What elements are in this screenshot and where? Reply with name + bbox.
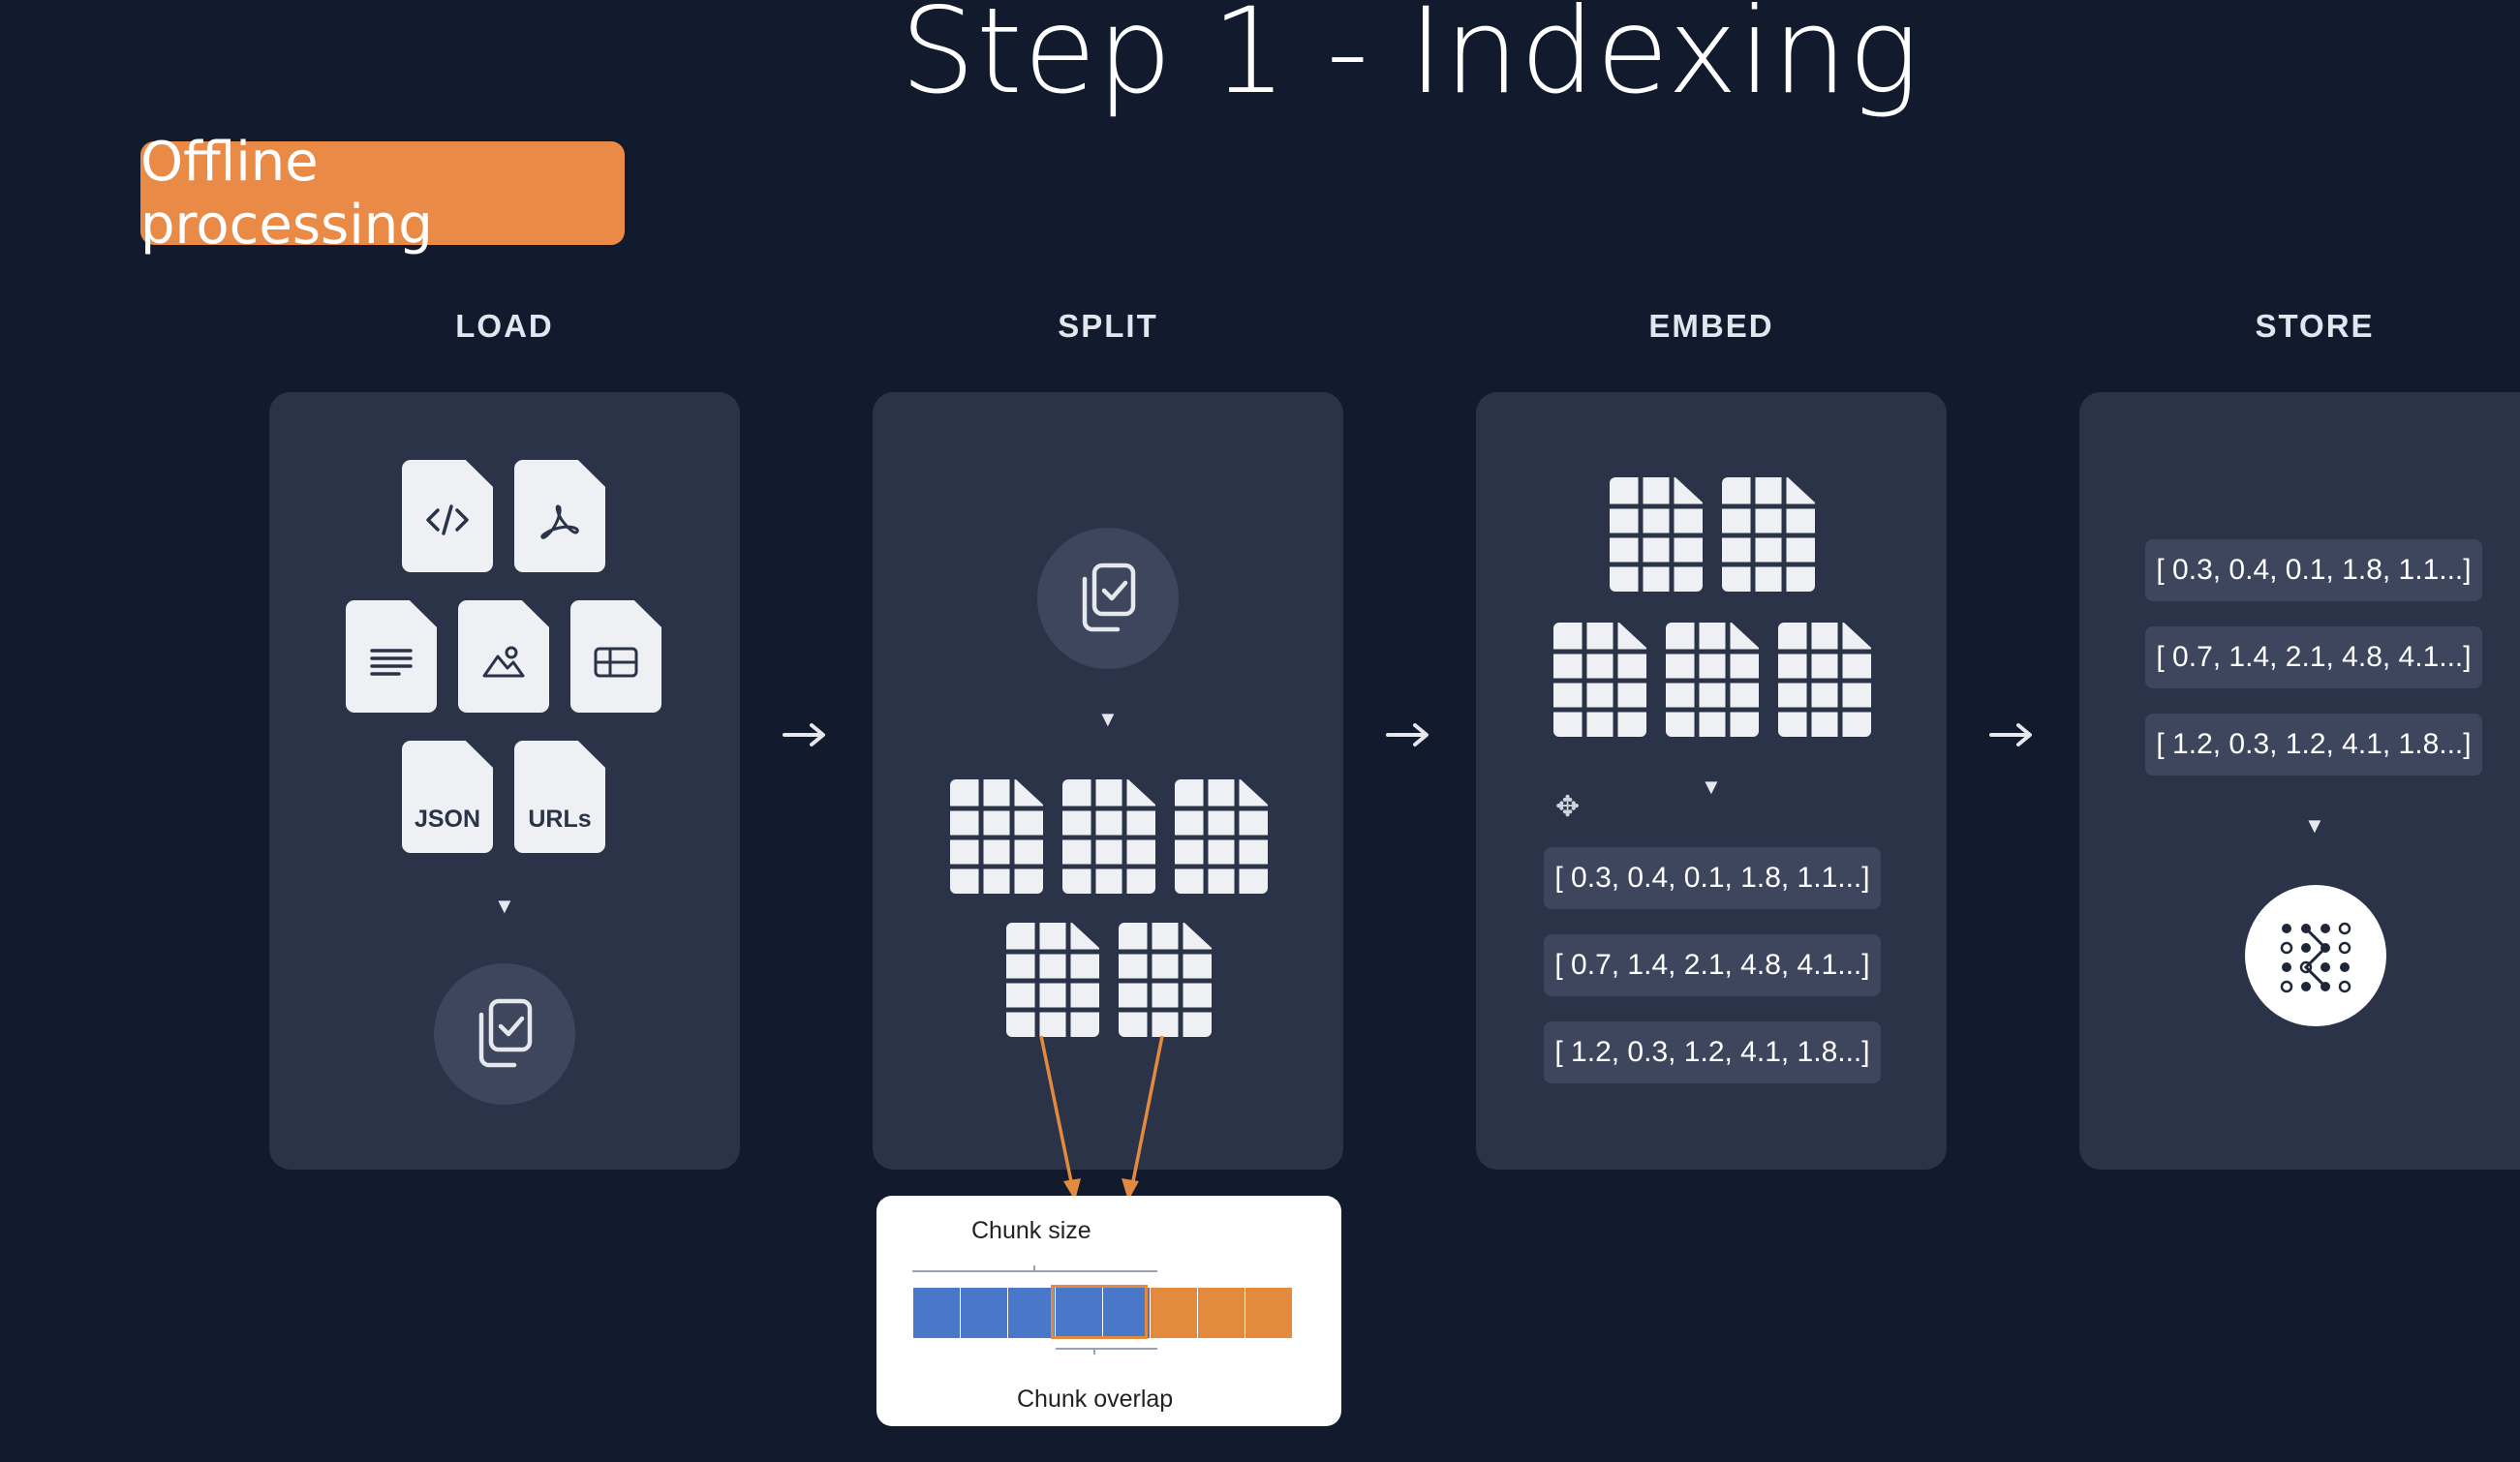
chunk-segment xyxy=(1198,1288,1245,1338)
code-file-icon xyxy=(402,460,493,572)
image-file-icon xyxy=(458,600,549,713)
stage-label-load: LOAD xyxy=(455,308,554,344)
pdf-file-icon xyxy=(514,460,605,572)
embed-panel: ▼ [ 0.3, 0.4, 0.1, 1.8, 1.1...] [ 0.7, 1… xyxy=(1476,392,1947,1170)
page-title: Step 1 - Indexing xyxy=(900,0,1921,120)
chunk-grid-icon xyxy=(1553,623,1646,737)
vector-store-icon xyxy=(2245,885,2386,1026)
right-arrow-icon xyxy=(1989,723,2032,746)
chunk-segment xyxy=(1151,1288,1197,1338)
chunk-grid-icon xyxy=(1119,923,1212,1037)
offline-processing-badge: Offline processing xyxy=(140,131,625,257)
chunk-diagram: Chunk size Chunk overlap xyxy=(876,1196,1341,1426)
chunk-segment xyxy=(1245,1288,1292,1338)
stage-label-split: SPLIT xyxy=(1058,308,1158,344)
documents-icon xyxy=(1037,528,1179,669)
down-triangle-icon: ▼ xyxy=(2304,813,2325,838)
chunk-grid-icon xyxy=(1006,923,1099,1037)
right-arrow-icon xyxy=(1386,723,1429,746)
chunk-segment xyxy=(1008,1288,1055,1338)
chunk-grid-icon xyxy=(950,779,1043,894)
split-panel: ▼ xyxy=(873,392,1343,1170)
chunk-size-bracket xyxy=(912,1265,1157,1355)
chunk-segment xyxy=(1103,1288,1150,1338)
chunk-segment xyxy=(913,1288,960,1338)
stored-vector: [ 0.7, 1.4, 2.1, 4.8, 4.1...] xyxy=(2145,626,2482,688)
chunk-overlap-label: Chunk overlap xyxy=(1017,1386,1174,1413)
chunk-grid-icon xyxy=(1778,623,1871,737)
chunk-grid-icon xyxy=(1610,477,1703,592)
load-panel: JSON URLs ▼ xyxy=(269,392,740,1170)
stored-vector: [ 0.3, 0.4, 0.1, 1.8, 1.1...] xyxy=(2145,539,2482,601)
chunk-segment xyxy=(1056,1288,1102,1338)
down-triangle-icon: ▼ xyxy=(494,894,515,918)
embedding-vector: [ 0.7, 1.4, 2.1, 4.8, 4.1...] xyxy=(1544,934,1881,996)
json-file-icon: JSON xyxy=(402,741,493,853)
right-arrow-icon xyxy=(783,723,825,746)
stage-label-store: STORE xyxy=(2255,308,2375,344)
chunk-grid-icon xyxy=(1722,477,1815,592)
text-file-icon xyxy=(346,600,437,713)
json-label: JSON xyxy=(414,806,481,833)
embedding-vector: [ 1.2, 0.3, 1.2, 4.1, 1.8...] xyxy=(1544,1021,1881,1083)
chunk-grid-icon xyxy=(1666,623,1759,737)
stage-label-embed: EMBED xyxy=(1648,308,1774,344)
urls-file-icon: URLs xyxy=(514,741,605,853)
store-panel: [ 0.3, 0.4, 0.1, 1.8, 1.1...] [ 0.7, 1.4… xyxy=(2079,392,2520,1170)
chunk-grid-icon xyxy=(1175,779,1268,894)
chunk-grid-icon xyxy=(1062,779,1155,894)
down-triangle-icon: ▼ xyxy=(1701,775,1722,799)
chunk-segment xyxy=(961,1288,1007,1338)
embedding-vector: [ 0.3, 0.4, 0.1, 1.8, 1.1...] xyxy=(1544,847,1881,909)
loaded-documents-icon xyxy=(434,963,575,1105)
chunk-overlap-region xyxy=(1051,1285,1148,1339)
urls-label: URLs xyxy=(528,806,592,833)
chunk-size-label: Chunk size xyxy=(971,1217,1091,1244)
table-file-icon xyxy=(570,600,661,713)
cursor-icon: ✥ xyxy=(1555,791,1581,823)
down-triangle-icon: ▼ xyxy=(1097,707,1119,731)
chunk-pointer-arrows xyxy=(1039,1035,1164,1201)
stored-vector: [ 1.2, 0.3, 1.2, 4.1, 1.8...] xyxy=(2145,714,2482,776)
